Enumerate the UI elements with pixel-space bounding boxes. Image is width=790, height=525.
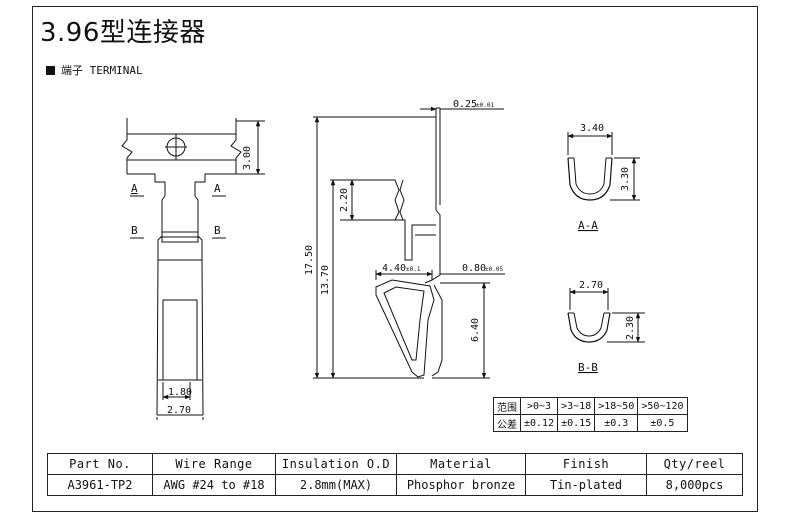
- dim-aa-width: 3.40: [580, 123, 604, 134]
- dim-thickness: 0.25: [453, 99, 477, 110]
- dim-lance-offset-tol: ±0.05: [485, 266, 503, 273]
- dim-lance-offset: 0.80: [462, 263, 486, 274]
- tolerance-label: 公差: [493, 414, 521, 432]
- section-aa: [567, 132, 640, 201]
- tolerance-cell: ±0.15: [557, 414, 596, 432]
- spec-cell-insulation: 2.8mm(MAX): [275, 474, 397, 496]
- range-label: 范围: [493, 397, 521, 415]
- dim-bb-width: 2.70: [579, 280, 603, 291]
- spec-data-row: A3961-TP2 AWG #24 to #18 2.8mm(MAX) Phos…: [47, 474, 743, 496]
- section-a-left-label: A: [131, 182, 138, 195]
- bullet-square-icon: [46, 65, 55, 75]
- spec-cell-part-no: A3961-TP2: [47, 474, 153, 496]
- spec-cell-qty: 8,000pcs: [646, 474, 743, 496]
- dim-spring-width: 4.40: [382, 263, 406, 274]
- range-cell: >3~18: [557, 397, 596, 415]
- dim-thickness-tol: ±0.01: [476, 102, 494, 109]
- dim-total-length: 17.50: [304, 245, 315, 275]
- tolerance-cell: ±0.3: [594, 414, 639, 432]
- tolerance-cell: ±0.5: [637, 414, 688, 432]
- dim-width-outer: 2.70: [167, 405, 191, 416]
- section-aa-label: A-A: [578, 219, 598, 232]
- spec-header-cell: Part No.: [47, 453, 153, 475]
- spec-cell-wire-range: AWG #24 to #18: [152, 474, 276, 496]
- tolerance-cell: ±0.12: [519, 414, 559, 432]
- range-cell: >50~120: [637, 397, 688, 415]
- dim-spring-height: 6.40: [470, 318, 481, 342]
- spec-header-cell: Finish: [525, 453, 647, 475]
- dim-slot-height: 2.20: [339, 188, 350, 212]
- section-bb-label: B-B: [578, 361, 598, 374]
- section-b-left-label: B: [131, 224, 138, 237]
- side-view: [313, 106, 505, 379]
- tolerance-value-row: 公差 ±0.12 ±0.15 ±0.3 ±0.5: [493, 414, 688, 432]
- spec-header-row: Part No. Wire Range Insulation O.D Mater…: [47, 453, 743, 475]
- subtitle-text: 端子 TERMINAL: [61, 64, 143, 77]
- section-b-right-label: B: [214, 224, 221, 237]
- dim-height-top: 3.00: [242, 146, 253, 170]
- page-title: 3.96型连接器: [40, 18, 206, 48]
- section-subtitle: 端子 TERMINAL: [46, 62, 143, 78]
- front-view: [121, 118, 265, 420]
- section-a-right-label: A: [214, 182, 221, 195]
- spec-header-cell: Insulation O.D: [275, 453, 397, 475]
- range-cell: >18~50: [594, 397, 639, 415]
- spec-header-cell: Qty/reel: [646, 453, 743, 475]
- spec-header-cell: Wire Range: [152, 453, 276, 475]
- range-cell: >0~3: [519, 397, 559, 415]
- dim-width-inner: 1.80: [168, 387, 192, 398]
- drawing-frame: [32, 6, 758, 512]
- tolerance-table: 范围 >0~3 >3~18 >18~50 >50~120 公差 ±0.12 ±0…: [493, 397, 688, 432]
- spec-header-cell: Material: [396, 453, 526, 475]
- section-bb: [567, 288, 645, 343]
- dim-length-inner: 13.70: [320, 265, 331, 295]
- tolerance-range-row: 范围 >0~3 >3~18 >18~50 >50~120: [493, 397, 688, 415]
- spec-cell-material: Phosphor bronze: [396, 474, 526, 496]
- spec-cell-finish: Tin-plated: [525, 474, 647, 496]
- spec-table: Part No. Wire Range Insulation O.D Mater…: [47, 453, 743, 496]
- dim-spring-width-tol: ±0.1: [406, 266, 421, 273]
- dim-aa-height: 3.30: [620, 167, 631, 191]
- dim-bb-height: 2.30: [625, 316, 636, 340]
